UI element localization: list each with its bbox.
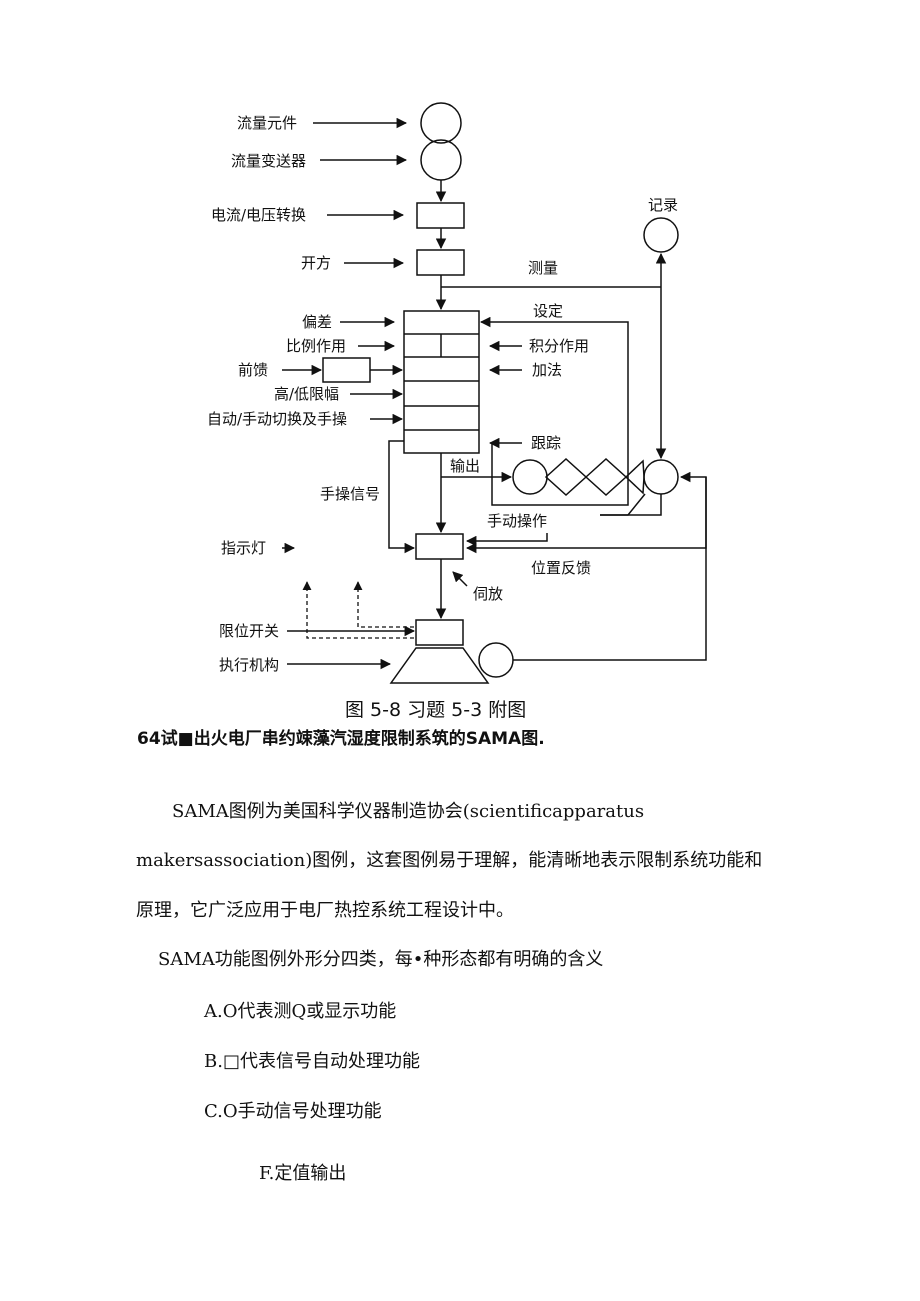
question-heading: 64试■出火电厂串约竦藻汽湿度限制系筑的SAMA图. (137, 729, 545, 749)
paragraph-2: SAMA功能图例外形分四类，每•种形态都有明确的含义 (158, 949, 604, 970)
label-manual-op: 手动操作 (487, 512, 547, 530)
paragraph-1-line-2: makersassociation)图例，这套图例易于理解，能清晰地表示限制系统… (136, 850, 763, 871)
list-item-a: A.O代表测Q或显示功能 (204, 1001, 397, 1022)
position-sensor-symbol (478, 642, 514, 678)
output-circle-right (643, 459, 679, 495)
flow-transmitter-symbol (420, 139, 462, 181)
label-track: 跟踪 (531, 434, 561, 452)
actuator-body (389, 647, 490, 684)
record-symbol (643, 217, 679, 253)
label-hi-lo-limit: 高/低限幅 (274, 385, 339, 403)
controller-stack (403, 310, 480, 454)
label-flow-transmitter: 流量变送器 (231, 152, 306, 170)
label-flow-element: 流量元件 (237, 114, 297, 132)
label-output: 输出 (450, 457, 480, 475)
label-servo: 伺放 (473, 585, 503, 603)
label-auto-manual: 自动/手动切换及手操 (207, 410, 347, 428)
sqrt-box (416, 249, 465, 276)
figure-caption: 图 5-8 习题 5-3 附图 (345, 699, 526, 721)
flow-element-symbol (420, 102, 462, 144)
paragraph-1-line-3: 原理，它广泛应用于电厂热控系统工程设计中。 (136, 900, 514, 921)
manual-station-box (415, 533, 464, 560)
sama-diagram: 流量元件 流量变送器 电流/电压转换 开方 偏差 比例作用 前馈 高/低限幅 自… (207, 102, 707, 721)
label-record: 记录 (648, 196, 678, 214)
label-indicator: 指示灯 (221, 539, 266, 557)
label-feedforward: 前馈 (238, 361, 268, 379)
list-item-f: F.定值输出 (259, 1163, 347, 1184)
feedforward-box (322, 357, 371, 383)
label-measure: 测量 (528, 259, 558, 277)
label-limit-switch: 限位开关 (219, 622, 279, 640)
paragraph-1-line-1: SAMA图例为美国科学仪器制造协会(scientificapparatus (172, 801, 645, 822)
label-actuator: 执行机构 (219, 656, 279, 674)
list-item-c: C.O手动信号处理功能 (204, 1101, 382, 1122)
label-integral: 积分作用 (529, 337, 589, 355)
label-proportional: 比例作用 (286, 337, 346, 355)
label-sqrt: 开方 (301, 254, 331, 272)
actuator-box (415, 619, 464, 646)
output-circle-left (512, 459, 548, 495)
label-iv-convert: 电流/电压转换 (211, 206, 306, 224)
label-position-feedback: 位置反馈 (531, 559, 591, 577)
iv-convert-box (416, 202, 465, 229)
list-item-b: B.□代表信号自动处理功能 (204, 1051, 420, 1072)
label-add: 加法 (532, 361, 562, 379)
label-setpoint: 设定 (533, 302, 563, 320)
label-deviation: 偏差 (302, 313, 332, 331)
label-manual-signal: 手操信号 (320, 485, 380, 503)
